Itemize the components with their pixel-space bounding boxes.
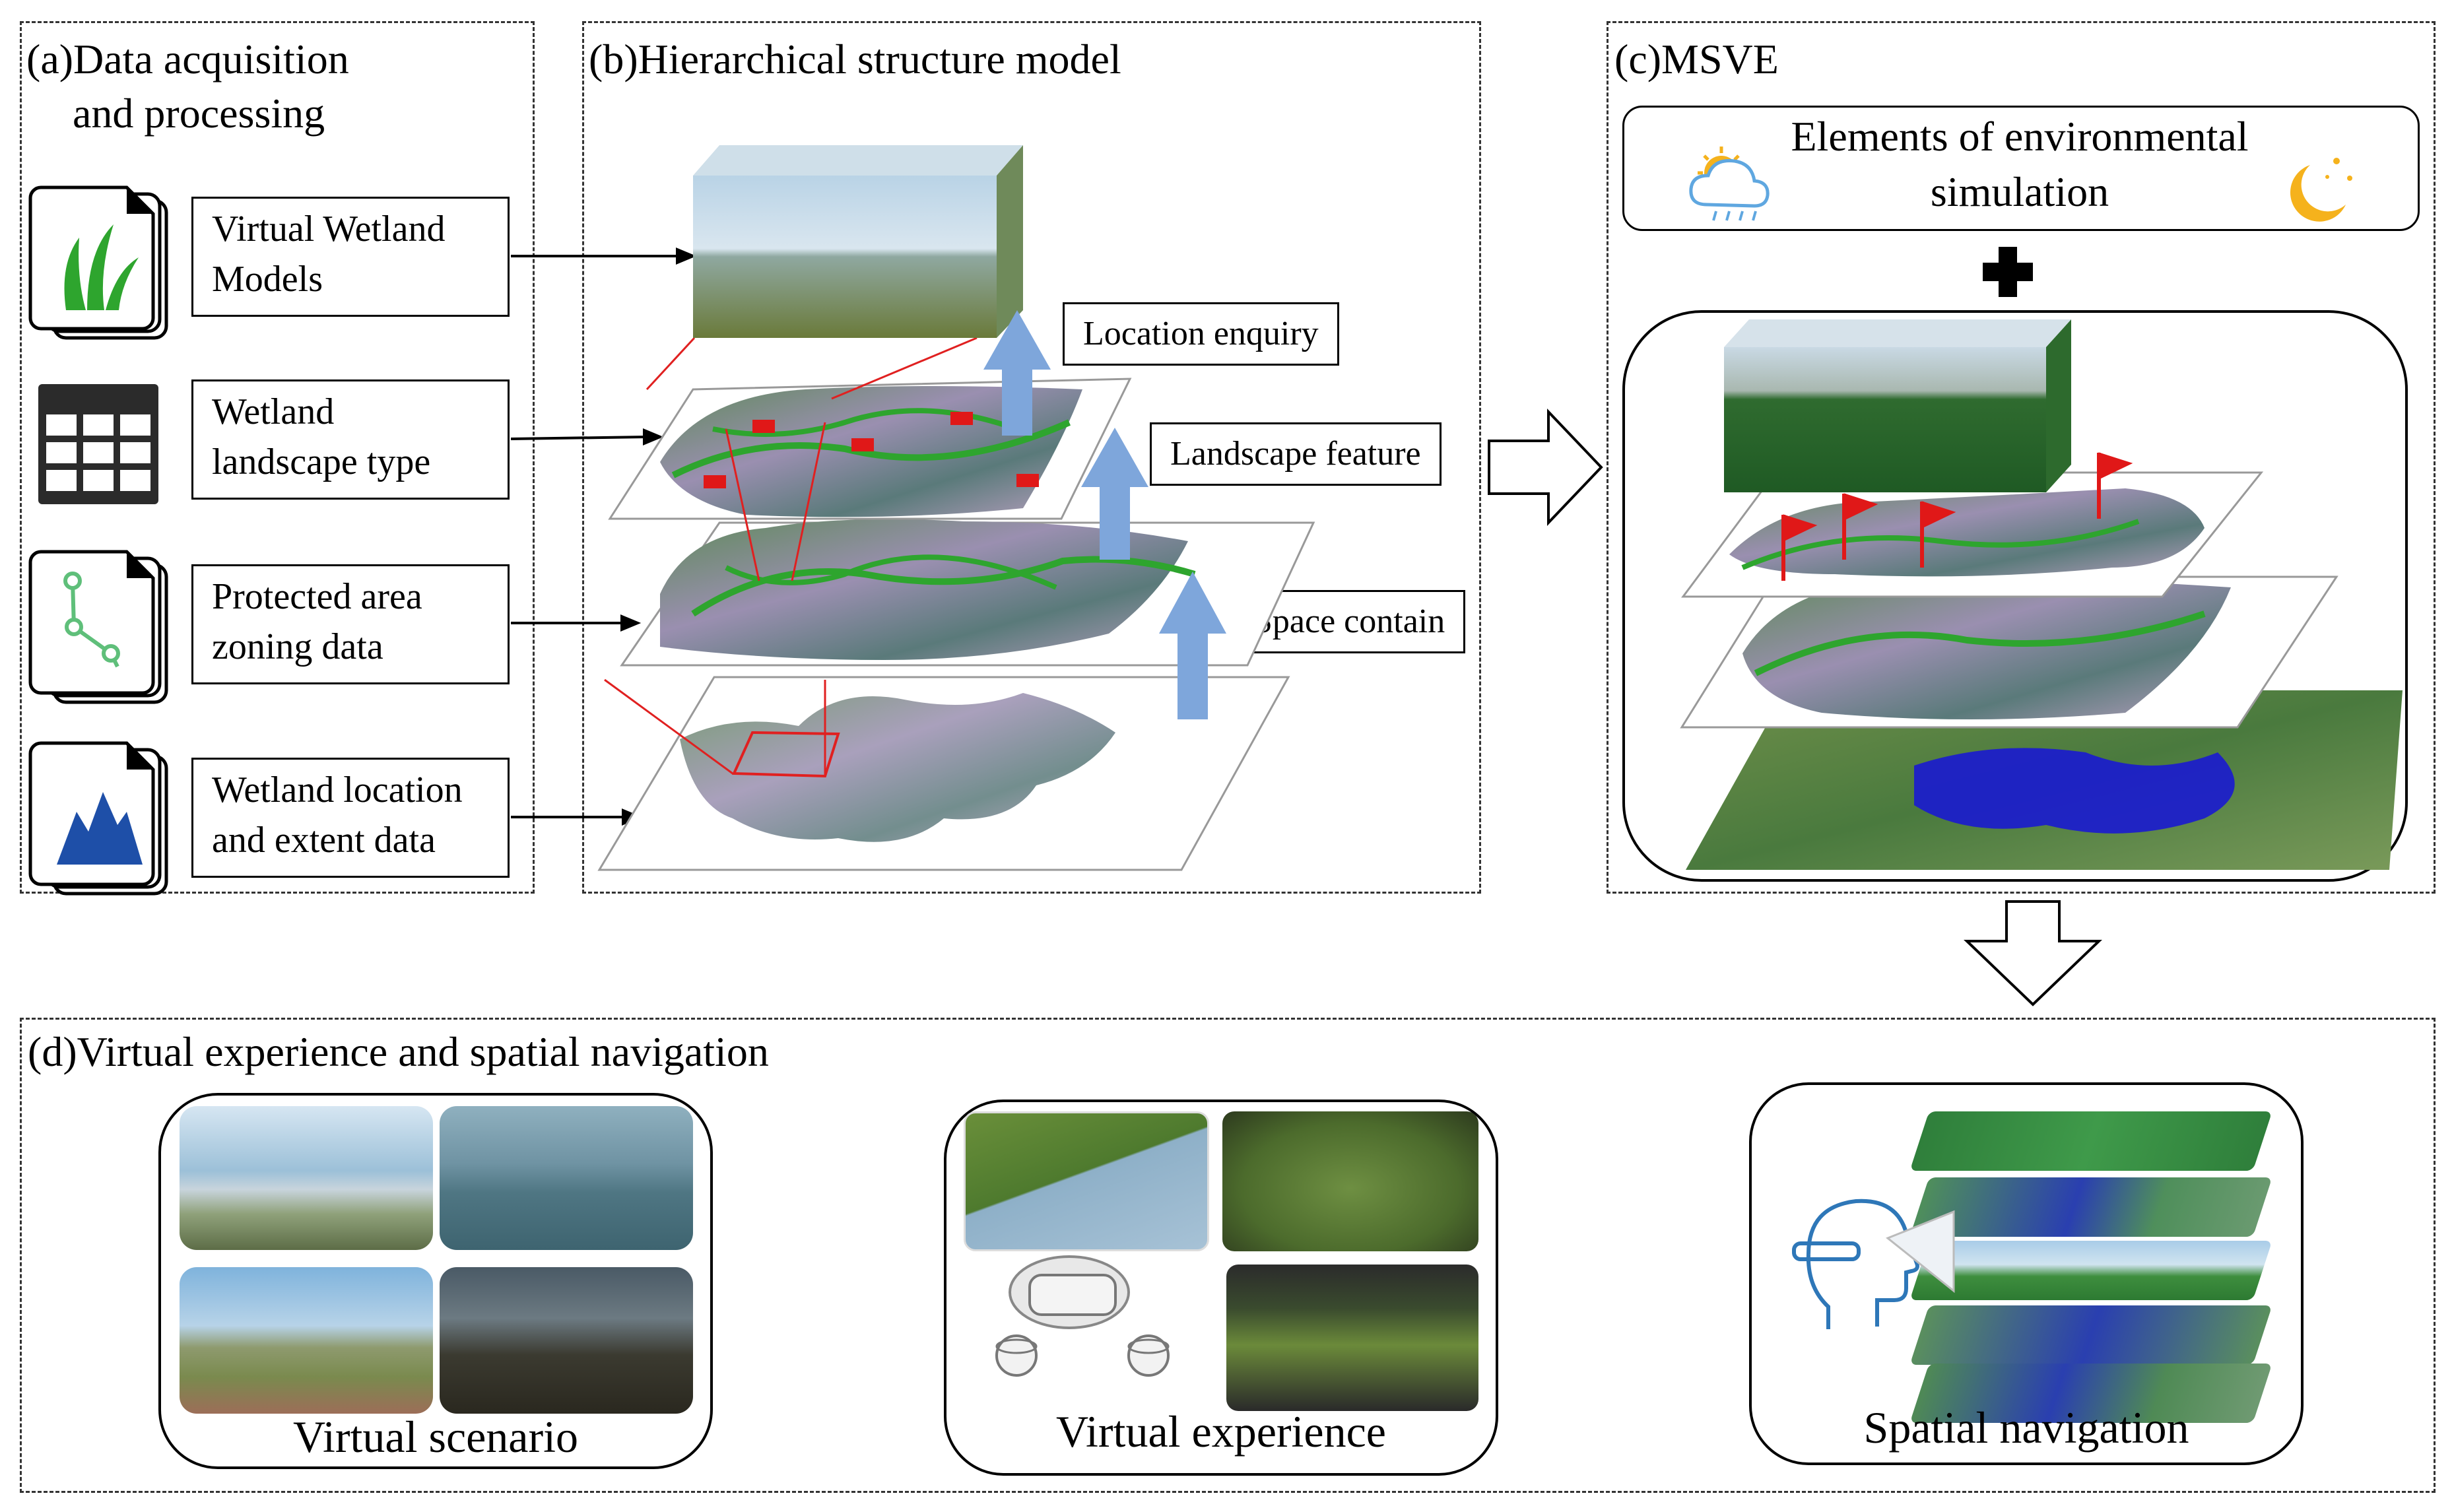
caption-virtual-scenario: Virtual scenario <box>292 1412 579 1462</box>
layer-landscape-type <box>608 378 1132 520</box>
experience-photo-monitor <box>1226 1265 1478 1411</box>
blue-up-arrows <box>983 310 1226 719</box>
mountain-document-icon <box>28 741 168 896</box>
hollow-arrow-right <box>1488 409 1603 526</box>
red-leader-lines <box>604 337 978 776</box>
experience-photo-screen <box>964 1111 1209 1251</box>
scenario-photo-mudflat <box>440 1267 693 1414</box>
panel-b-title: (b)Hierarchical structure model <box>589 36 1121 82</box>
scenario-photo-flooded <box>440 1106 693 1250</box>
zoning-path-document-icon <box>28 550 168 704</box>
label-location-enquiry: Location enquiry <box>1063 302 1339 366</box>
hollow-arrow-down <box>1964 900 2102 1006</box>
msve-flags <box>1781 452 2133 581</box>
label-landscape-feature: Landscape feature <box>1150 422 1442 486</box>
data-label-wetland-landscape-type: Wetland landscape type <box>191 379 510 500</box>
scenario-photo-boardwalk <box>180 1106 433 1250</box>
panel-d-title: (d)Virtual experience and spatial naviga… <box>28 1028 769 1075</box>
caption-virtual-experience: Virtual experience <box>1056 1406 1386 1457</box>
caption-spatial-navigation: Spatial navigation <box>1863 1402 2189 1453</box>
vr-headset-icon <box>995 1255 1170 1377</box>
msve-satellite-layer <box>1686 690 2403 870</box>
panel-d <box>20 1018 2436 1493</box>
msve-model-cube <box>1724 319 2071 492</box>
panel-b <box>582 21 1481 894</box>
environment-simulation-box <box>1622 106 2420 231</box>
panel-c <box>1607 21 2436 894</box>
scenario-photo-meadow <box>180 1267 433 1414</box>
table-grid-icon <box>38 384 158 504</box>
moon-stars-icon <box>2290 158 2352 222</box>
panel-c-title: (c)MSVE <box>1614 36 1779 82</box>
grass-document-icon <box>28 185 168 340</box>
panel-a-title-line2: and processing <box>73 90 325 137</box>
label-space-contain: Space contain <box>1233 590 1466 653</box>
panel-a-title-line1: (a)Data acquisition <box>26 36 349 82</box>
msve-zoning-layer <box>1680 575 2338 729</box>
environment-line2: simulation <box>1930 168 2109 215</box>
panel-a <box>20 21 535 894</box>
plus-icon <box>1983 247 2033 297</box>
virtual-wetland-model-cube <box>693 145 1023 338</box>
head-vr-outline-icon <box>1792 1199 1955 1329</box>
layer-base-extent <box>597 676 1290 871</box>
connector-arrows <box>510 247 697 826</box>
data-label-wetland-location-extent: Wetland location and extent data <box>191 758 510 878</box>
experience-photo-grassbox <box>1222 1111 1478 1251</box>
data-label-protected-area-zoning: Protected area zoning data <box>191 564 510 684</box>
msve-landscape-layer <box>1681 471 2264 598</box>
data-label-virtual-wetland-models: Virtual Wetland Models <box>191 197 510 317</box>
sun-rain-cloud-icon <box>1689 147 1770 221</box>
layer-protected-zoning <box>620 519 1315 667</box>
environment-line1: Elements of environmental <box>1791 113 2249 160</box>
